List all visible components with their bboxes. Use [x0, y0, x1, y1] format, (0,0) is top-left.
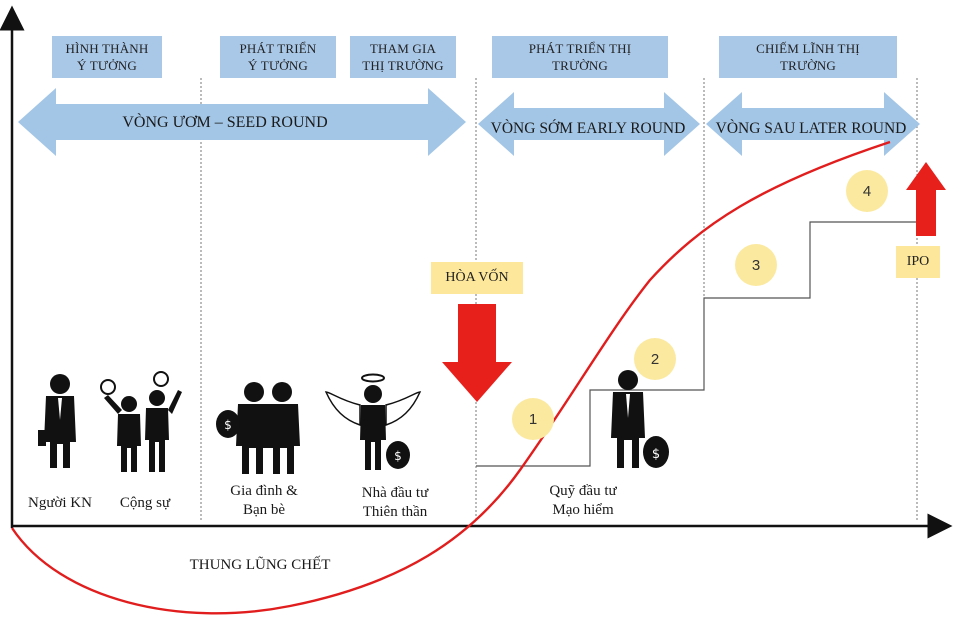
early-round-arrow [478, 92, 700, 156]
stage-label: THAM GIA [369, 41, 437, 56]
stage-label: PHÁT TRIỂN [239, 41, 317, 56]
person-icon [38, 374, 76, 468]
stage-label: TRƯỜNG [551, 58, 609, 73]
angel-wings-icon [324, 391, 422, 427]
family-friends-line2: Bạn bè [242, 502, 286, 518]
briefcase-icon [38, 430, 46, 446]
death-valley-label: THUNG LŨNG CHẾT [189, 557, 331, 573]
seed-round-label: VÒNG ƯƠM – SEED ROUND [122, 114, 328, 131]
seed-round-arrow [18, 88, 466, 156]
angel-line2: Thiên thần [362, 504, 428, 520]
later-round-arrow [706, 92, 920, 156]
angel-investor-label: Nhà đầu tư Thiên thần [340, 484, 450, 522]
money-bag-icon [643, 436, 669, 468]
breakeven-arrow [442, 304, 512, 402]
stage-label: TRƯỜNG [779, 58, 837, 73]
stage-box-market-dominance: CHIẾM LĨNH THỊ TRƯỜNG [719, 36, 897, 78]
stage-box-market-development: PHÁT TRIỂN THỊ TRƯỜNG [492, 36, 668, 78]
ipo-arrow [906, 162, 946, 236]
early-round-label: VÒNG SỚM EARLY ROUND [490, 120, 686, 137]
entrepreneur-label: Người KN [28, 495, 92, 511]
stage-label: THỊ TRƯỜNG [362, 58, 444, 73]
stage-dividers [200, 78, 918, 520]
step-circle-4: 4 [846, 170, 888, 212]
stage-box-market-entry: THAM GIA THỊ TRƯỜNG [350, 36, 456, 78]
family-friends-icon: $ [216, 382, 300, 474]
vc-line2: Mạo hiểm [552, 502, 614, 518]
round-arrows [18, 88, 920, 156]
svg-text:$: $ [224, 418, 232, 432]
investment-steps-line [476, 221, 917, 467]
stage-label: CHIẾM LĨNH THỊ [756, 41, 860, 56]
svg-text:$: $ [652, 447, 660, 462]
family-friends-label: Gia đình & Bạn bè [214, 482, 314, 520]
svg-text:$: $ [394, 449, 402, 463]
step-circle-2: 2 [634, 338, 676, 380]
vc-line1: Quỹ đầu tư [549, 483, 617, 499]
ipo-label: IPO [896, 246, 940, 278]
breakeven-label: HÒA VỐN [431, 262, 523, 294]
later-round-label: VÒNG SAU LATER ROUND [715, 120, 907, 137]
stage-label: Ý TƯỞNG [248, 58, 308, 73]
family-friends-line1: Gia đình & [230, 483, 298, 499]
angel-line1: Nhà đầu tư [361, 485, 429, 501]
vc-label: Quỹ đầu tư Mạo hiểm [528, 482, 638, 520]
money-bag-icon [216, 410, 240, 438]
halo-icon [361, 373, 385, 383]
stage-box-idea-formation: HÌNH THÀNH Ý TƯỞNG [52, 36, 162, 78]
stage-label: Ý TƯỞNG [76, 58, 137, 73]
vc-investor-icon: $ [611, 370, 669, 468]
angel-investor-icon: $ [324, 373, 422, 470]
step-circle-3: 3 [735, 244, 777, 286]
step-circle-1: 1 [512, 398, 554, 440]
cash-flow-curve [11, 140, 891, 615]
cofounders-icon [104, 390, 182, 472]
stage-label: PHÁT TRIỂN THỊ [528, 41, 632, 56]
cofounder-label: Cộng sự [119, 495, 171, 511]
stage-label: HÌNH THÀNH [65, 41, 149, 56]
lightbulb-icon [100, 371, 169, 395]
stage-box-idea-development: PHÁT TRIỂN Ý TƯỞNG [220, 36, 336, 78]
